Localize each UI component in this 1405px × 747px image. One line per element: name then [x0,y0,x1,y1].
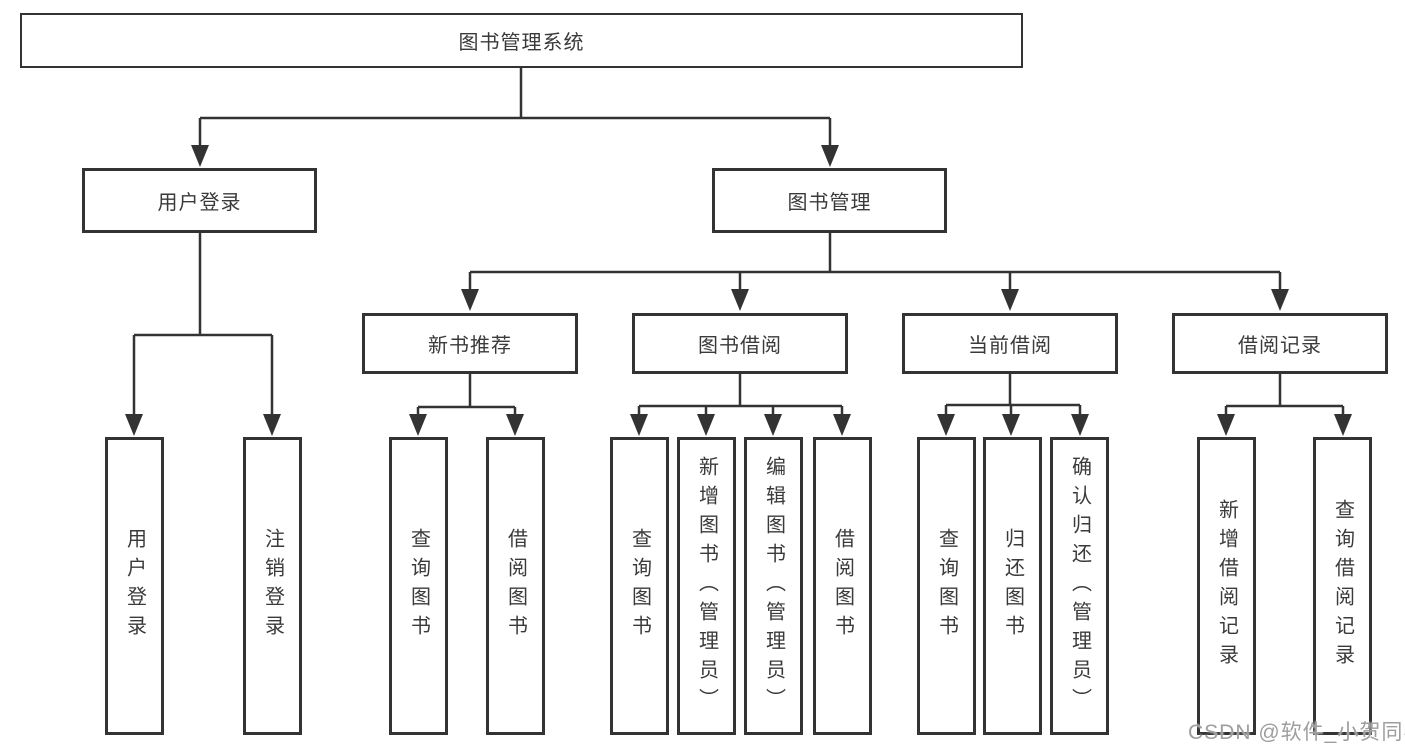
leaf-label: 新增图书（管理员） [695,455,718,717]
leaf-label: 新增借阅记录 [1215,499,1238,673]
leaf-add-books-admin: 新增图书（管理员） [677,437,736,735]
leaf-logout: 注销登录 [243,437,302,735]
node-new-book-recommend: 新书推荐 [362,313,578,374]
leaf-edit-books-admin: 编辑图书（管理员） [744,437,803,735]
node-book-management: 图书管理 [712,168,947,233]
leaf-label: 借阅图书 [504,528,527,644]
leaf-borrow-books: 借阅图书 [813,437,872,735]
leaf-label: 借阅图书 [831,528,854,644]
leaf-borrow-books-recommend: 借阅图书 [486,437,545,735]
leaf-query-books-recommend: 查询图书 [389,437,448,735]
node-user-login: 用户登录 [82,168,317,233]
node-current-borrowing: 当前借阅 [902,313,1118,374]
leaf-query-books-current: 查询图书 [917,437,976,735]
leaf-label: 注销登录 [261,528,284,644]
leaf-query-borrow-record: 查询借阅记录 [1313,437,1372,735]
csdn-watermark: CSDN @软件_小贺同学 [1188,721,1405,744]
leaf-label: 查询图书 [407,528,430,644]
leaf-label: 用户登录 [123,528,146,644]
leaf-label: 查询图书 [628,528,651,644]
leaf-label: 查询借阅记录 [1331,499,1354,673]
leaf-add-borrow-record: 新增借阅记录 [1197,437,1256,735]
leaf-return-books: 归还图书 [983,437,1042,735]
leaf-label: 归还图书 [1001,528,1024,644]
leaf-confirm-return-admin: 确认归还（管理员） [1050,437,1109,735]
leaf-label: 查询图书 [935,528,958,644]
leaf-query-books-borrowing: 查询图书 [610,437,669,735]
leaf-user-login: 用户登录 [105,437,164,735]
connector-path [132,68,1345,428]
leaf-label: 确认归还（管理员） [1068,455,1091,717]
node-book-borrowing: 图书借阅 [632,313,848,374]
node-library-system: 图书管理系统 [20,13,1023,68]
node-borrowing-records: 借阅记录 [1172,313,1388,374]
leaf-label: 编辑图书（管理员） [762,455,785,717]
